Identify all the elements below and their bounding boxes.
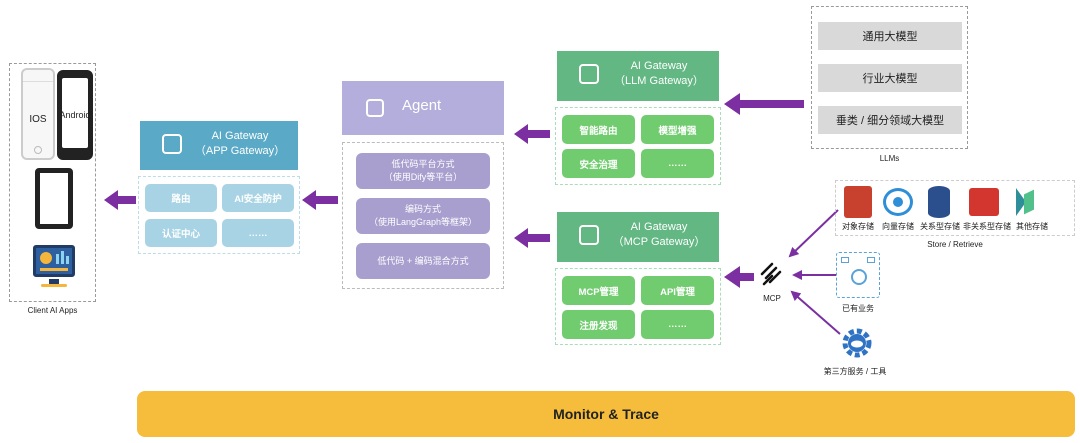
storage-label-vector: 向量存储 [882, 222, 914, 231]
client-apps-panel [9, 63, 96, 302]
llm-cell-more: …… [641, 149, 714, 178]
tablet [35, 168, 73, 229]
storage-label-nonrelational: 非关系型存储 [963, 222, 1011, 231]
mcp-gateway-subtitle: （MCP Gateway） [612, 236, 706, 248]
llm-cell-smart-routing: 智能路由 [562, 115, 635, 144]
other-storage-icon [1016, 188, 1036, 216]
app-cell-more: …… [222, 219, 294, 247]
llm-gateway-title: AI Gateway [630, 60, 688, 72]
arrow-llm-to-agent [514, 124, 550, 144]
arrow-llms-to-llm-gateway [724, 93, 804, 115]
storage-caption: Store / Retrieve [927, 240, 983, 249]
gateway-icon [579, 64, 599, 84]
mcp-cell-mcp-management: MCP管理 [562, 276, 635, 305]
llm-gateway-subtitle: （LLM Gateway） [614, 75, 704, 87]
app-gateway-subtitle: （APP Gateway） [194, 145, 286, 157]
app-cell-auth-center: 认证中心 [145, 219, 217, 247]
arrow-mcp-to-agent [514, 228, 550, 248]
llm-vertical: 垂类 / 细分领域大模型 [818, 106, 962, 134]
relational-storage-icon [928, 186, 950, 218]
gateway-icon [579, 225, 599, 245]
android-label: Android [59, 110, 91, 120]
gateway-icon [162, 134, 182, 154]
agent-panel [342, 142, 504, 289]
third-party-caption: 第三方服务 / 工具 [823, 367, 887, 376]
arrow-mcp-to-mcp-gateway [724, 266, 754, 288]
mcp-gateway-title: AI Gateway [630, 221, 688, 233]
android-phone: Android [57, 70, 93, 160]
llms-panel [811, 6, 968, 149]
llm-gateway-panel [555, 107, 721, 185]
llm-cell-model-enhance: 模型增强 [641, 115, 714, 144]
storage-label-relational: 关系型存储 [920, 222, 960, 231]
agent-item-low-code: 低代码平台方式 （使用Dify等平台） [356, 153, 490, 189]
llm-cell-security: 安全治理 [562, 149, 635, 178]
arrow-to-app-gateway [302, 190, 338, 210]
mcp-gateway-header: AI Gateway （MCP Gateway） [557, 212, 719, 262]
llm-general: 通用大模型 [818, 22, 962, 50]
existing-business-icon [836, 252, 880, 298]
monitor-trace-bar: Monitor & Trace [137, 391, 1075, 437]
nonrelational-storage-icon [969, 188, 999, 216]
llm-industry: 行业大模型 [818, 64, 962, 92]
vector-storage-icon [883, 188, 913, 216]
agent-item-hybrid: 低代码 + 编码混合方式 [356, 243, 490, 279]
arrow-to-client [104, 190, 136, 210]
llms-caption: LLMs [879, 154, 900, 163]
storage-label-other: 其他存储 [1016, 222, 1048, 231]
mcp-icon [760, 262, 782, 288]
ios-label: IOS [29, 114, 47, 125]
third-party-cloud-gear-icon [840, 326, 874, 360]
storage-panel [835, 180, 1075, 236]
app-gateway-header: AI Gateway （APP Gateway） [140, 121, 298, 170]
mcp-cell-api-management: API管理 [641, 276, 714, 305]
app-cell-routing: 路由 [145, 184, 217, 212]
line-storage-to-mcp [788, 209, 839, 258]
agent-item-coding: 编码方式 （使用LangGraph等框架） [356, 198, 490, 234]
client-apps-caption: Client AI Apps [27, 306, 78, 315]
agent-icon [366, 99, 384, 117]
agent-title: Agent [402, 97, 442, 114]
storage-label-object: 对象存储 [842, 222, 874, 231]
app-gateway-title: AI Gateway [211, 130, 269, 142]
app-gateway-panel [138, 176, 300, 254]
mcp-cell-registry: 注册发现 [562, 310, 635, 339]
app-cell-ai-security: AI安全防护 [222, 184, 294, 212]
mcp-cell-more: …… [641, 310, 714, 339]
monitor-trace-label: Monitor & Trace [553, 406, 659, 422]
object-storage-icon [844, 186, 872, 218]
agent-header: Agent [342, 81, 504, 135]
existing-business-caption: 已有业务 [842, 304, 874, 313]
monitor-dashboard-icon [30, 242, 78, 292]
mcp-label: MCP [763, 294, 781, 303]
mcp-gateway-panel [555, 268, 721, 345]
ios-phone: IOS [21, 68, 55, 160]
llm-gateway-header: AI Gateway （LLM Gateway） [557, 51, 719, 101]
